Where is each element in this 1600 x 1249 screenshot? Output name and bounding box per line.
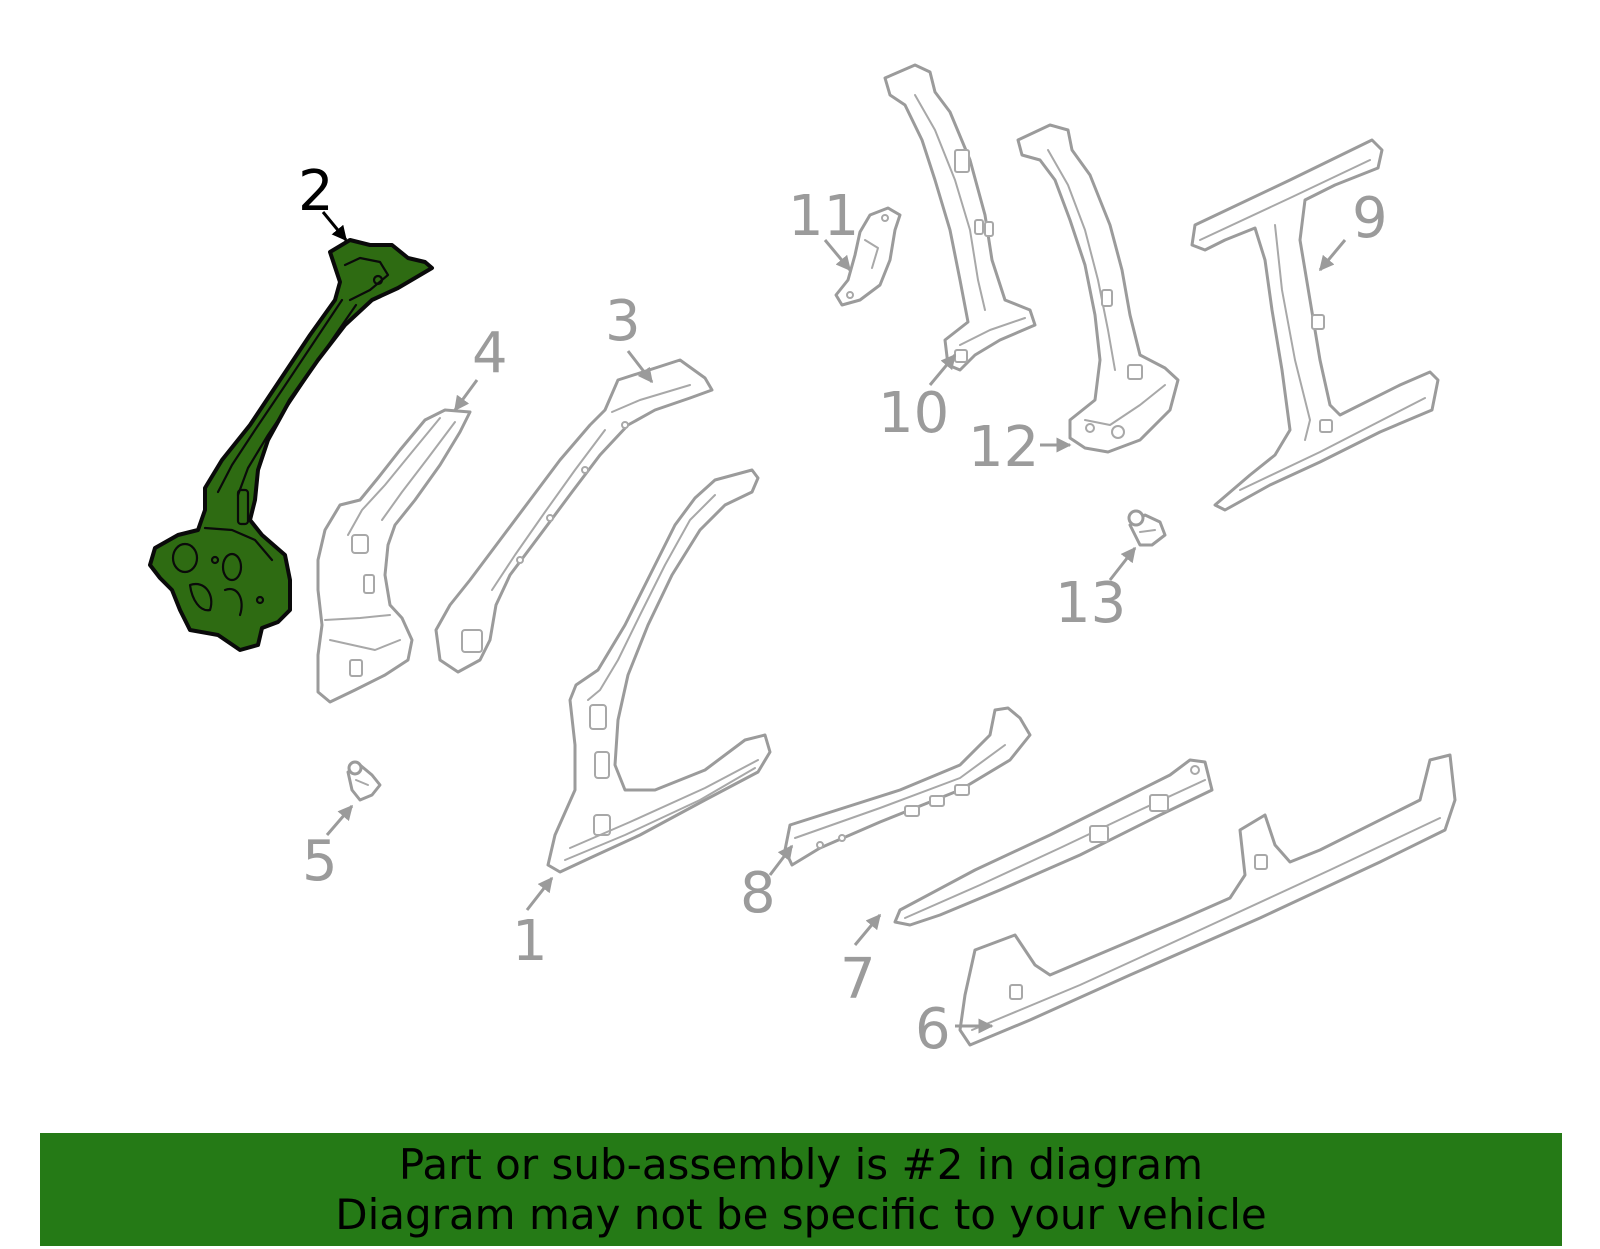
part-6[interactable] — [958, 753, 1457, 1047]
callout-9: 9 — [1352, 186, 1388, 251]
part-13[interactable] — [1127, 509, 1167, 547]
callout-10: 10 — [878, 381, 949, 446]
part-9[interactable] — [1190, 138, 1440, 512]
part-12[interactable] — [1016, 123, 1180, 454]
banner-line-2: Diagram may not be specific to your vehi… — [335, 1190, 1267, 1239]
part-3[interactable] — [434, 358, 714, 674]
callout-13: 13 — [1055, 571, 1126, 636]
part-2-highlighted[interactable] — [148, 238, 434, 652]
leader-arrows — [321, 211, 1347, 1034]
callout-11: 11 — [788, 184, 859, 249]
callout-6: 6 — [915, 997, 951, 1062]
callout-labels: 2 3 4 5 1 8 7 6 11 10 12 9 13 — [298, 159, 1388, 1062]
callout-4: 4 — [472, 321, 508, 386]
part-4[interactable] — [316, 408, 472, 704]
callout-5: 5 — [302, 829, 338, 894]
callout-8: 8 — [740, 861, 776, 926]
parts-diagram: 2 3 4 5 1 8 7 6 11 10 12 9 13 — [148, 63, 1457, 1062]
banner-line-1: Part or sub-assembly is #2 in diagram — [398, 1140, 1204, 1189]
part-11[interactable] — [834, 206, 902, 307]
part-1[interactable] — [546, 468, 772, 874]
part-10[interactable] — [883, 63, 1037, 372]
caption-banner: Part or sub-assembly is #2 in diagram Di… — [40, 1133, 1562, 1246]
part-7[interactable] — [893, 758, 1214, 927]
part-8[interactable] — [783, 706, 1032, 867]
callout-1: 1 — [512, 909, 548, 974]
callout-3: 3 — [605, 289, 641, 354]
callout-7: 7 — [840, 947, 876, 1012]
callout-2: 2 — [298, 159, 334, 224]
callout-12: 12 — [968, 415, 1039, 480]
part-5[interactable] — [346, 760, 382, 802]
